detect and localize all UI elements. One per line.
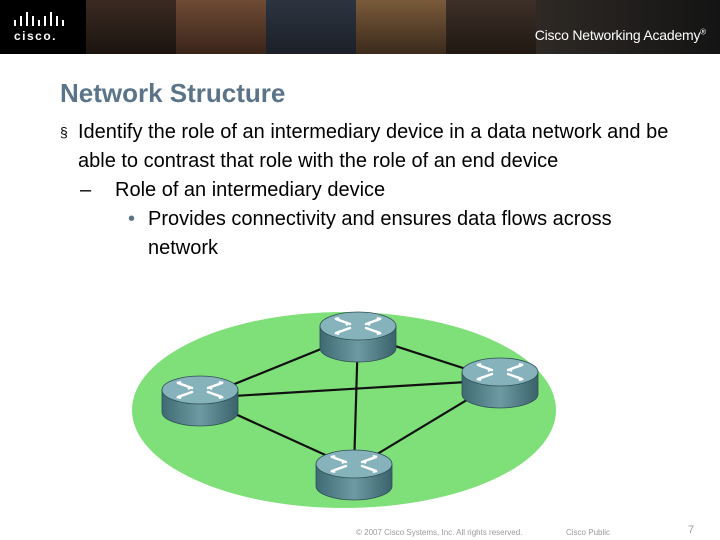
banner-photo-5 xyxy=(446,0,536,54)
router-left-icon xyxy=(160,374,240,428)
network-diagram xyxy=(132,310,556,508)
footer-classification: Cisco Public xyxy=(566,528,611,537)
subsub-bullet-marker: • xyxy=(128,208,136,230)
sub-bullet-item: – Role of an intermediary device xyxy=(60,176,680,205)
bullet-text: Identify the role of an intermediary dev… xyxy=(78,121,669,172)
bullet-marker: § xyxy=(60,124,68,140)
sub-bullet-marker: – xyxy=(80,179,92,201)
banner-photo-3 xyxy=(266,0,356,54)
sub-bullet-text: Role of an intermediary device xyxy=(115,179,386,201)
network-area xyxy=(132,312,556,508)
router-right-icon xyxy=(460,356,540,410)
slide-title: Network Structure xyxy=(60,78,286,108)
banner-photo-1 xyxy=(86,0,176,54)
subsub-bullet-text: Provides connectivity and ensures data f… xyxy=(148,208,612,259)
subsub-bullet-item: • Provides connectivity and ensures data… xyxy=(60,205,680,263)
link-left-right xyxy=(199,378,501,400)
bullet-item: § Identify the role of an intermediary d… xyxy=(60,118,680,176)
registered-mark: ® xyxy=(700,27,706,37)
cisco-logo-text: cisco. xyxy=(14,29,58,43)
header-banner: cisco. Cisco Networking Academy® xyxy=(0,0,720,54)
academy-name: Cisco Networking Academy xyxy=(534,27,701,43)
page-number: 7 xyxy=(688,524,695,536)
academy-label: Cisco Networking Academy® xyxy=(534,27,707,43)
bullet-list: § Identify the role of an intermediary d… xyxy=(60,118,680,263)
banner-photo-2 xyxy=(176,0,266,54)
banner-photo-6 xyxy=(536,0,720,54)
footer-copyright: © 2007 Cisco Systems, Inc. All rights re… xyxy=(356,528,523,537)
cisco-bars-icon xyxy=(14,12,64,26)
banner-photo-4 xyxy=(356,0,446,54)
router-top-icon xyxy=(318,310,398,364)
router-bottom-icon xyxy=(314,448,394,502)
cisco-logo: cisco. xyxy=(0,0,86,54)
